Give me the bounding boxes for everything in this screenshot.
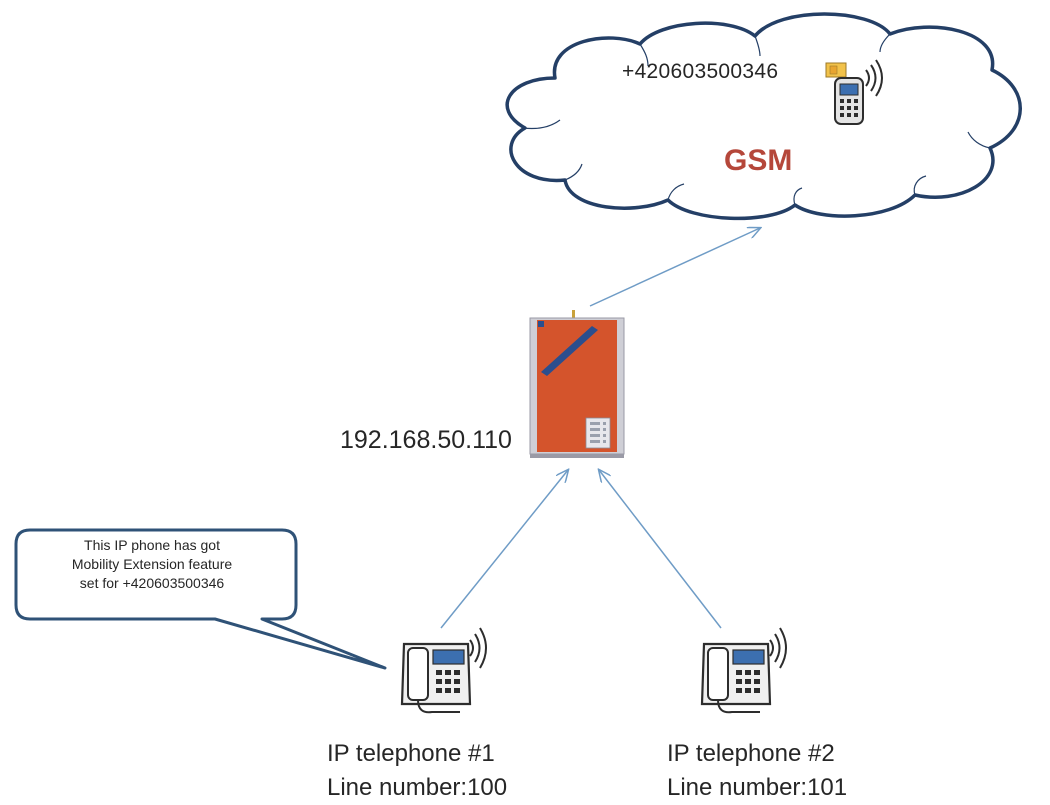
callout-balloon [14,528,387,670]
gsm-gateway-device [529,310,625,458]
phone-2-name: IP telephone #2 [667,740,835,767]
ip-phone-2-icon [700,627,787,714]
callout-text: This IP phone has got Mobility Extension… [14,536,290,593]
sim-mobile-phone-icon [825,59,883,125]
gsm-network-label: GSM [724,144,793,177]
phone-1-line-number: Line number:100 [327,774,508,801]
callout-line-3: set for +420603500346 [79,575,225,591]
gsm-cloud [505,12,1022,221]
phone2-to-gateway-arrow [599,470,722,629]
ip-phone-1-icon [400,627,487,714]
phone-1-name: IP telephone #1 [327,740,495,767]
gateway-ip-label: 192.168.50.110 [340,426,512,454]
phone-2-line-number: Line number:101 [667,774,848,801]
gateway-to-gsm-arrow [589,228,760,307]
phone1-to-gateway-arrow [440,470,568,629]
gsm-number-label: +420603500346 [622,60,779,83]
callout-line-1: This IP phone has got [84,537,220,553]
callout-line-2: Mobility Extension feature [71,556,233,572]
